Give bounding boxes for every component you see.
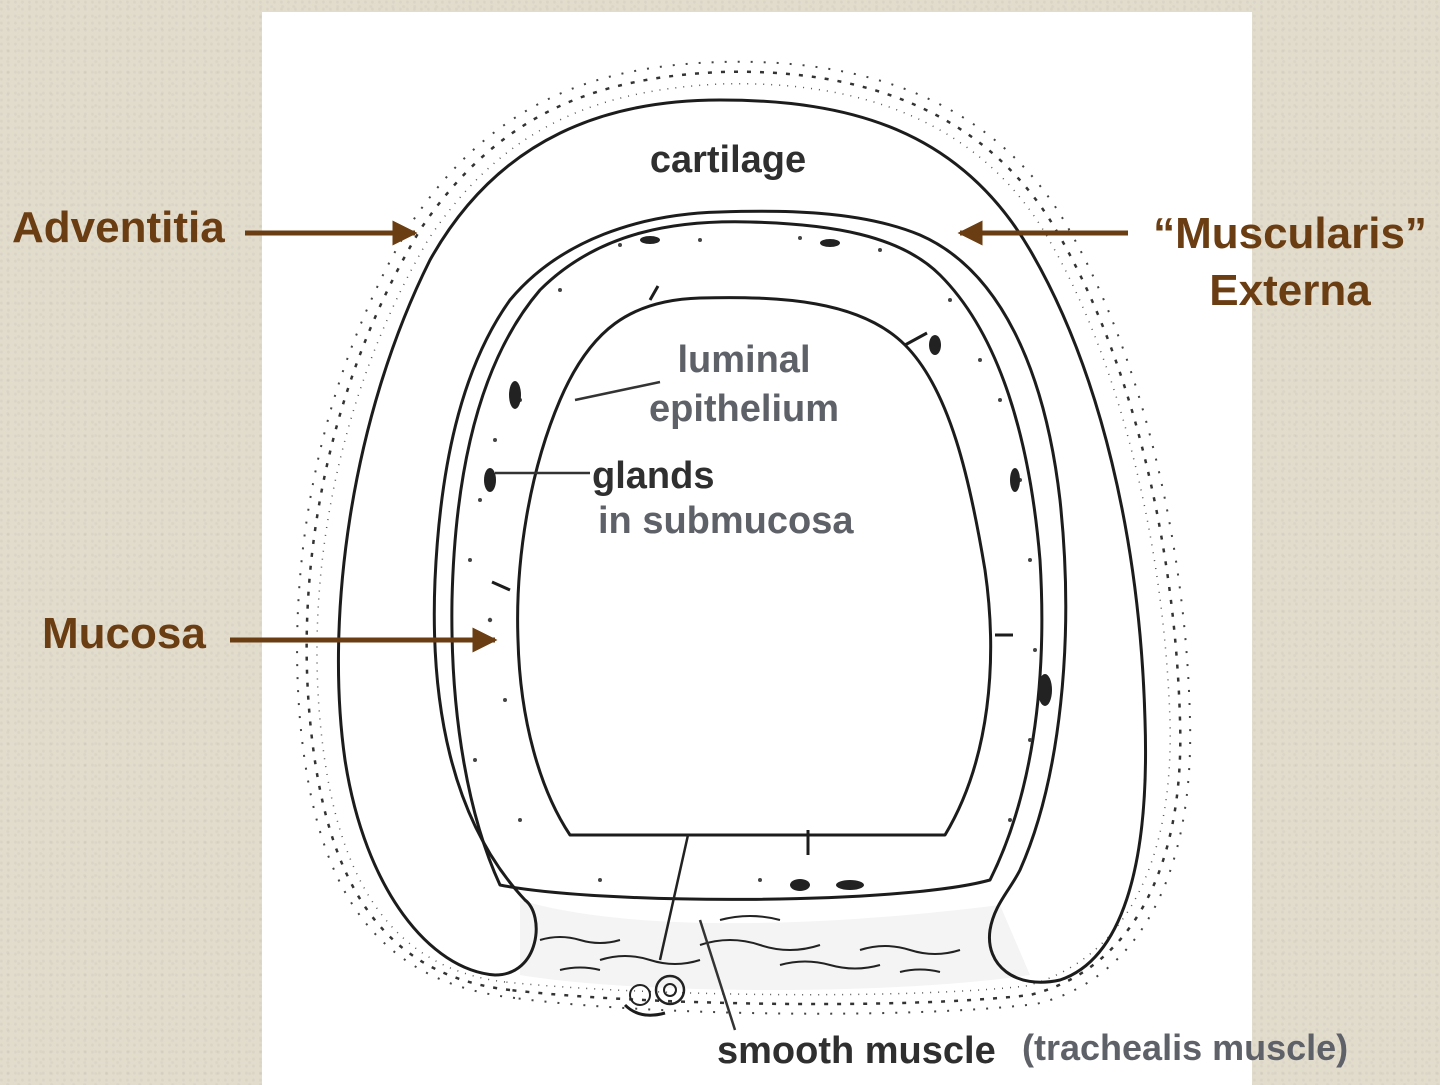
cartilage-label: cartilage: [650, 139, 806, 181]
lumen: [516, 296, 993, 837]
adventitia-label: Adventitia: [12, 203, 225, 252]
muscularis-label-line2: Externa: [1209, 266, 1371, 315]
luminal-label-line1: luminal: [677, 339, 810, 381]
smooth-muscle-label: smooth muscle: [717, 1030, 996, 1072]
trachealis-label: (trachealis muscle): [1022, 1027, 1348, 1068]
luminal-epithelium-leader: [574, 380, 661, 402]
trachealis-muscle-band: [520, 900, 1030, 1017]
mucosa-label: Mucosa: [42, 609, 206, 658]
lumen-fold-marks: [491, 285, 1013, 855]
muscularis-label-line1: “Muscularis”: [1153, 209, 1427, 258]
submucosa-divider: [658, 834, 690, 961]
glands-label-line1: glands: [592, 455, 714, 497]
mucosa-band: [450, 220, 1052, 901]
smooth-muscle-leader: [698, 919, 737, 1031]
luminal-label-line2: epithelium: [649, 388, 839, 430]
figure-panel: [262, 12, 1252, 1085]
glands-label-line2: in submucosa: [598, 500, 854, 542]
cartilage-ring: [336, 98, 1148, 984]
